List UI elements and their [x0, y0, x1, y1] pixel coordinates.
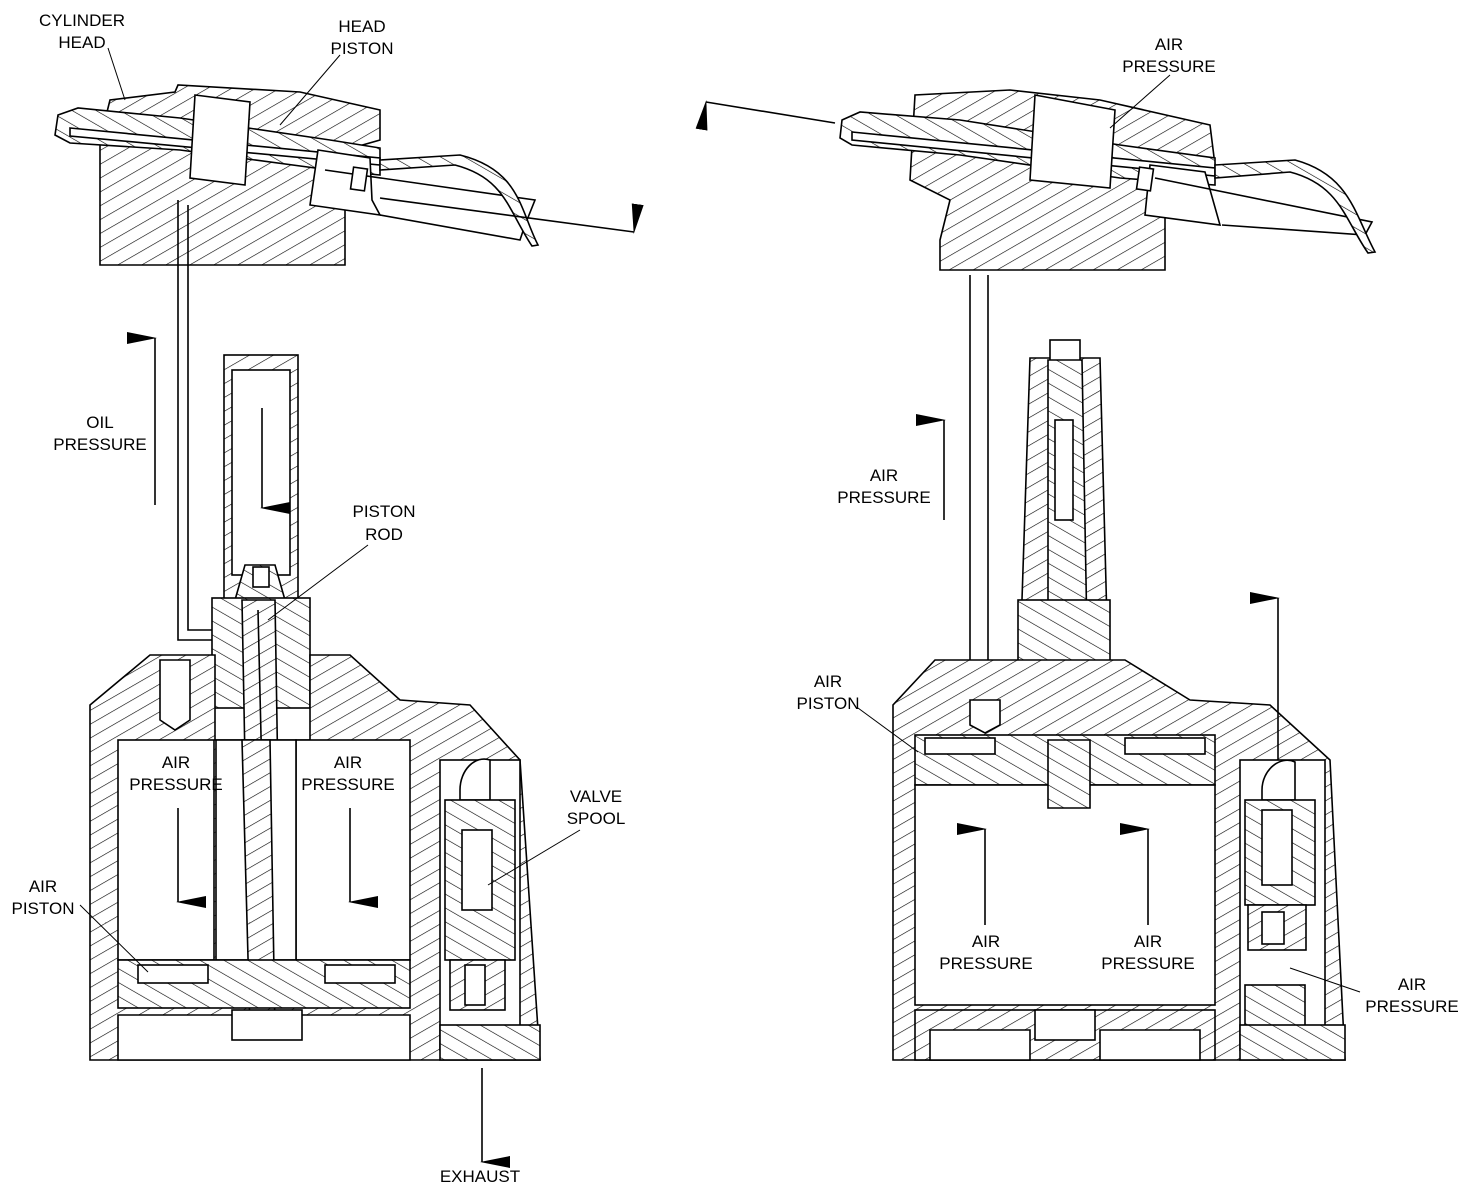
- left-labels: CYLINDER HEAD HEAD PISTON OIL PRESSURE P…: [12, 11, 626, 1186]
- head-outlet-arrow: [379, 197, 644, 234]
- label-r-air-piston-1: AIR: [814, 672, 842, 691]
- label-piston-rod-2: ROD: [365, 525, 403, 544]
- label-oil-pressure-1: OIL: [86, 413, 113, 432]
- label-r-air-pressure-head-2: PRESSURE: [1122, 57, 1216, 76]
- label-exhaust: EXHAUST: [440, 1167, 520, 1186]
- label-air-pressure-right-1: AIR: [334, 753, 362, 772]
- label-air-piston-1: AIR: [29, 877, 57, 896]
- label-r-air-pressure-head-1: AIR: [1155, 35, 1183, 54]
- label-air-pressure-left-1: AIR: [162, 753, 190, 772]
- label-r-air-pressure-bl-2: PRESSURE: [939, 954, 1033, 973]
- label-r-air-pressure-valve-2: PRESSURE: [1365, 997, 1459, 1016]
- label-valve-spool-1: VALVE: [570, 787, 622, 806]
- left-arrows: [127, 197, 644, 1168]
- label-r-air-pressure-valve-1: AIR: [1398, 975, 1426, 994]
- right-valve-spool-body: [1239, 759, 1346, 1061]
- label-head-piston-1: HEAD: [338, 17, 385, 36]
- label-air-pressure-right-2: PRESSURE: [301, 775, 395, 794]
- label-r-air-pressure-tube-2: PRESSURE: [837, 488, 931, 507]
- left-main-body: [89, 654, 541, 1061]
- right-leader-lines: [857, 74, 1361, 993]
- label-r-air-pressure-tube-1: AIR: [870, 466, 898, 485]
- label-r-air-pressure-br-2: PRESSURE: [1101, 954, 1195, 973]
- right-labels: AIR PRESSURE AIR PRESSURE AIR PISTON AIR…: [797, 35, 1459, 1016]
- left-leader-lines: [79, 47, 581, 973]
- label-oil-pressure-2: PRESSURE: [53, 435, 147, 454]
- right-arrows: [695, 100, 1280, 925]
- left-valve-spool-body: [439, 758, 541, 1061]
- label-air-piston-2: PISTON: [12, 899, 75, 918]
- label-air-pressure-left-2: PRESSURE: [129, 775, 223, 794]
- label-head-piston-2: PISTON: [331, 39, 394, 58]
- label-piston-rod-1: PISTON: [353, 502, 416, 521]
- right-view: AIR PRESSURE AIR PRESSURE AIR PISTON AIR…: [695, 35, 1459, 1061]
- label-r-air-pressure-bl-1: AIR: [972, 932, 1000, 951]
- right-cylinder-head-assembly: [839, 89, 1377, 720]
- label-cylinder-head-2: HEAD: [58, 33, 105, 52]
- label-valve-spool-2: SPOOL: [567, 809, 626, 828]
- left-top-cylinder: [223, 354, 299, 601]
- head-return-arrow: [695, 100, 836, 131]
- label-r-air-piston-2: PISTON: [797, 694, 860, 713]
- left-view: CYLINDER HEAD HEAD PISTON OIL PRESSURE P…: [12, 11, 644, 1186]
- left-cylinder-head-assembly: [54, 84, 540, 641]
- right-main-body: [892, 659, 1346, 1061]
- label-cylinder-head-1: CYLINDER: [39, 11, 125, 30]
- label-r-air-pressure-br-1: AIR: [1134, 932, 1162, 951]
